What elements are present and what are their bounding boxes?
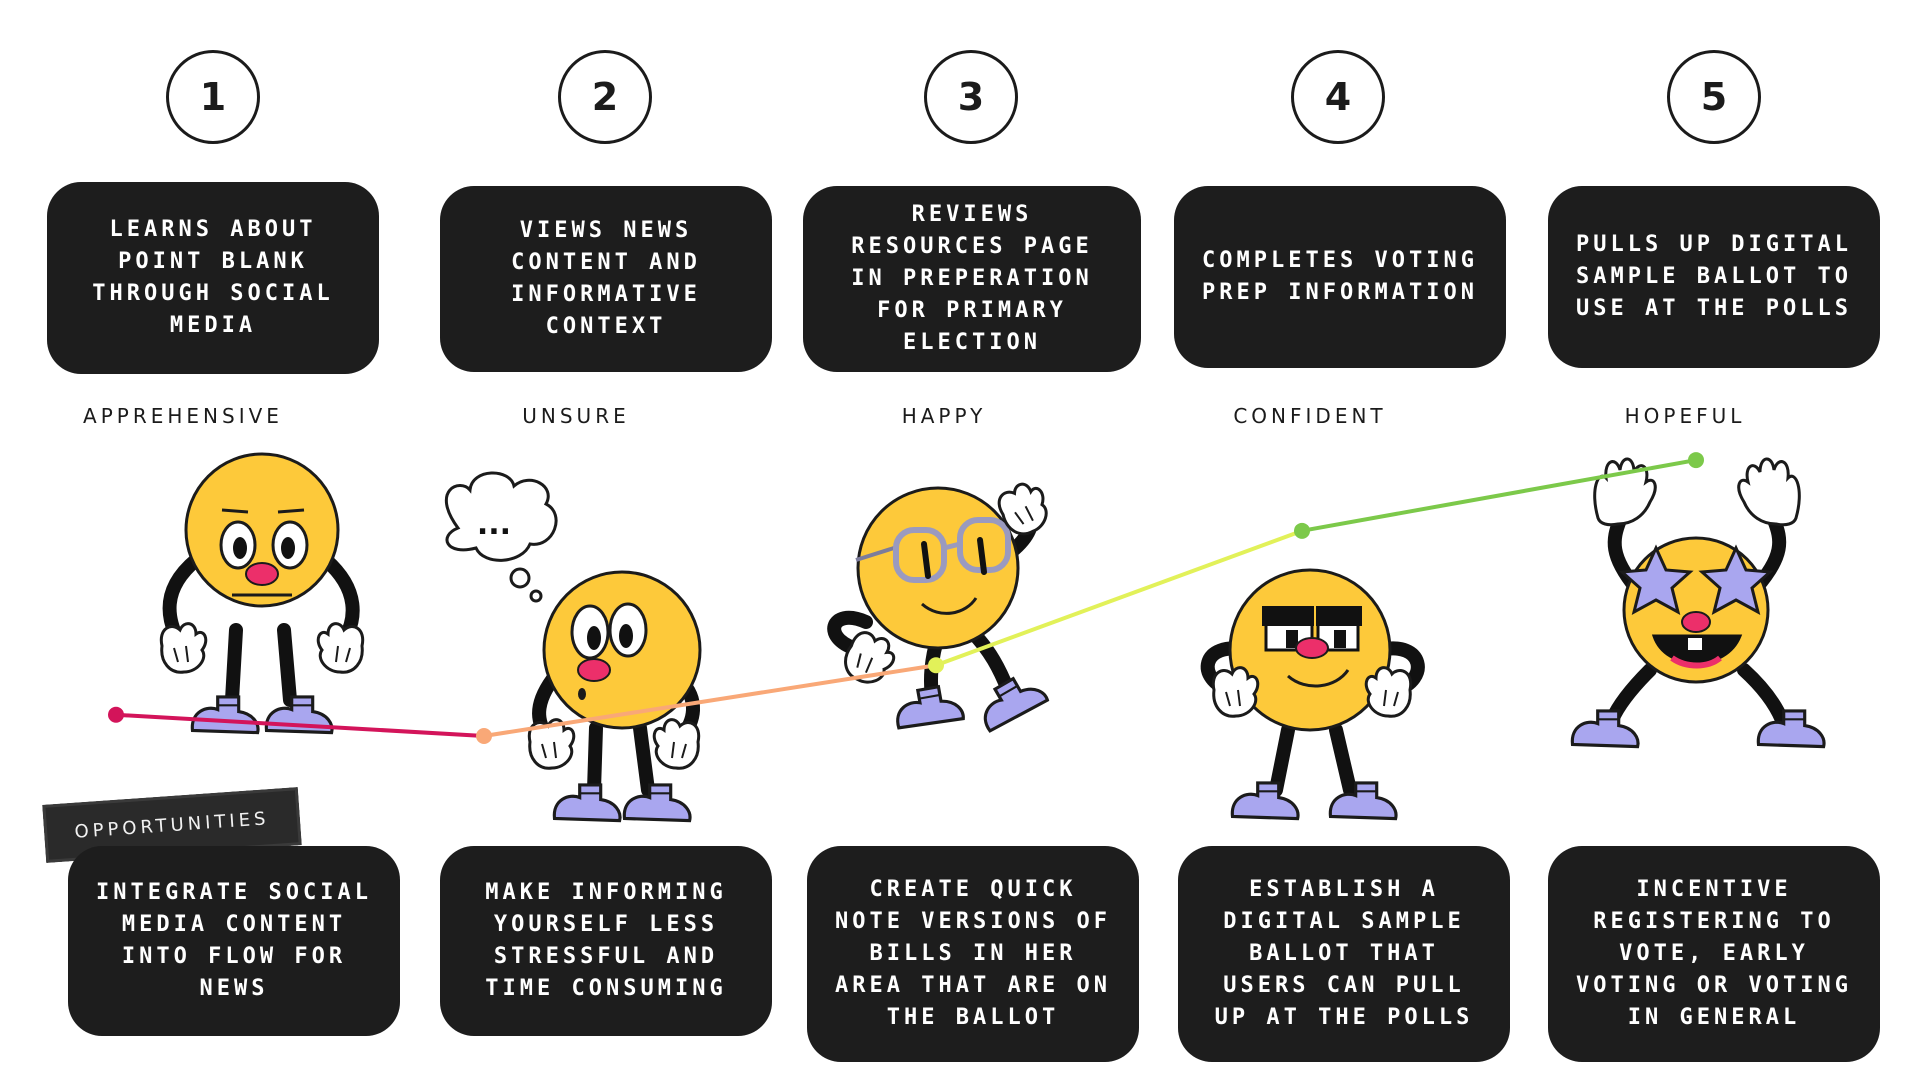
step-5-action-card: PULLS UP DIGITAL SAMPLE BALLOT TO USE AT…: [1548, 186, 1880, 368]
character-unsure: ...: [444, 471, 702, 823]
step-4-number: 4: [1291, 50, 1385, 144]
sentiment-point-5: [1688, 452, 1704, 469]
step-2-action-card: VIEWS NEWS CONTENT AND INFORMATIVE CONTE…: [440, 186, 772, 372]
thought-bubble-text: ...: [477, 507, 511, 542]
character-confident: [1200, 568, 1425, 821]
sentiment-line: [108, 452, 1704, 744]
sentiment-segment-4: [1301, 458, 1697, 533]
character-hopeful: [1570, 457, 1826, 749]
step-1-number: 1: [166, 50, 260, 144]
character-apprehensive: [159, 452, 365, 735]
sentiment-point-4: [1294, 522, 1310, 539]
step-2-emotion: UNSURE: [522, 404, 630, 428]
sentiment-point-3: [928, 657, 944, 674]
sentiment-point-1: [108, 706, 124, 723]
step-1-opportunity-card: INTEGRATE SOCIAL MEDIA CONTENT INTO FLOW…: [68, 846, 400, 1036]
sentiment-segment-2: [483, 663, 937, 738]
step-2-opportunity-card: MAKE INFORMING YOURSELF LESS STRESSFUL A…: [440, 846, 772, 1036]
step-3-number: 3: [924, 50, 1018, 144]
step-4-action-card: COMPLETES VOTING PREP INFORMATION: [1174, 186, 1506, 368]
step-4-opportunity-card: ESTABLISH A DIGITAL SAMPLE BALLOT THAT U…: [1178, 846, 1510, 1062]
character-happy: [827, 476, 1055, 735]
sentiment-segment-3: [935, 528, 1303, 668]
step-5-number: 5: [1667, 50, 1761, 144]
step-1-emotion: APPREHENSIVE: [83, 404, 283, 428]
sentiment-point-2: [476, 728, 492, 744]
step-3-emotion: HAPPY: [901, 404, 987, 428]
step-1-action-card: LEARNS ABOUT POINT BLANK THROUGH SOCIAL …: [47, 182, 379, 374]
step-3-action-card: REVIEWS RESOURCES PAGE IN PREPERATION FO…: [803, 186, 1141, 372]
sentiment-segment-1: [115, 712, 485, 738]
step-5-opportunity-card: INCENTIVE REGISTERING TO VOTE, EARLY VOT…: [1548, 846, 1880, 1062]
step-5-emotion: HOPEFUL: [1624, 404, 1746, 428]
step-3-opportunity-card: CREATE QUICK NOTE VERSIONS OF BILLS IN H…: [807, 846, 1139, 1062]
step-2-number: 2: [558, 50, 652, 144]
step-4-emotion: CONFIDENT: [1233, 404, 1387, 428]
